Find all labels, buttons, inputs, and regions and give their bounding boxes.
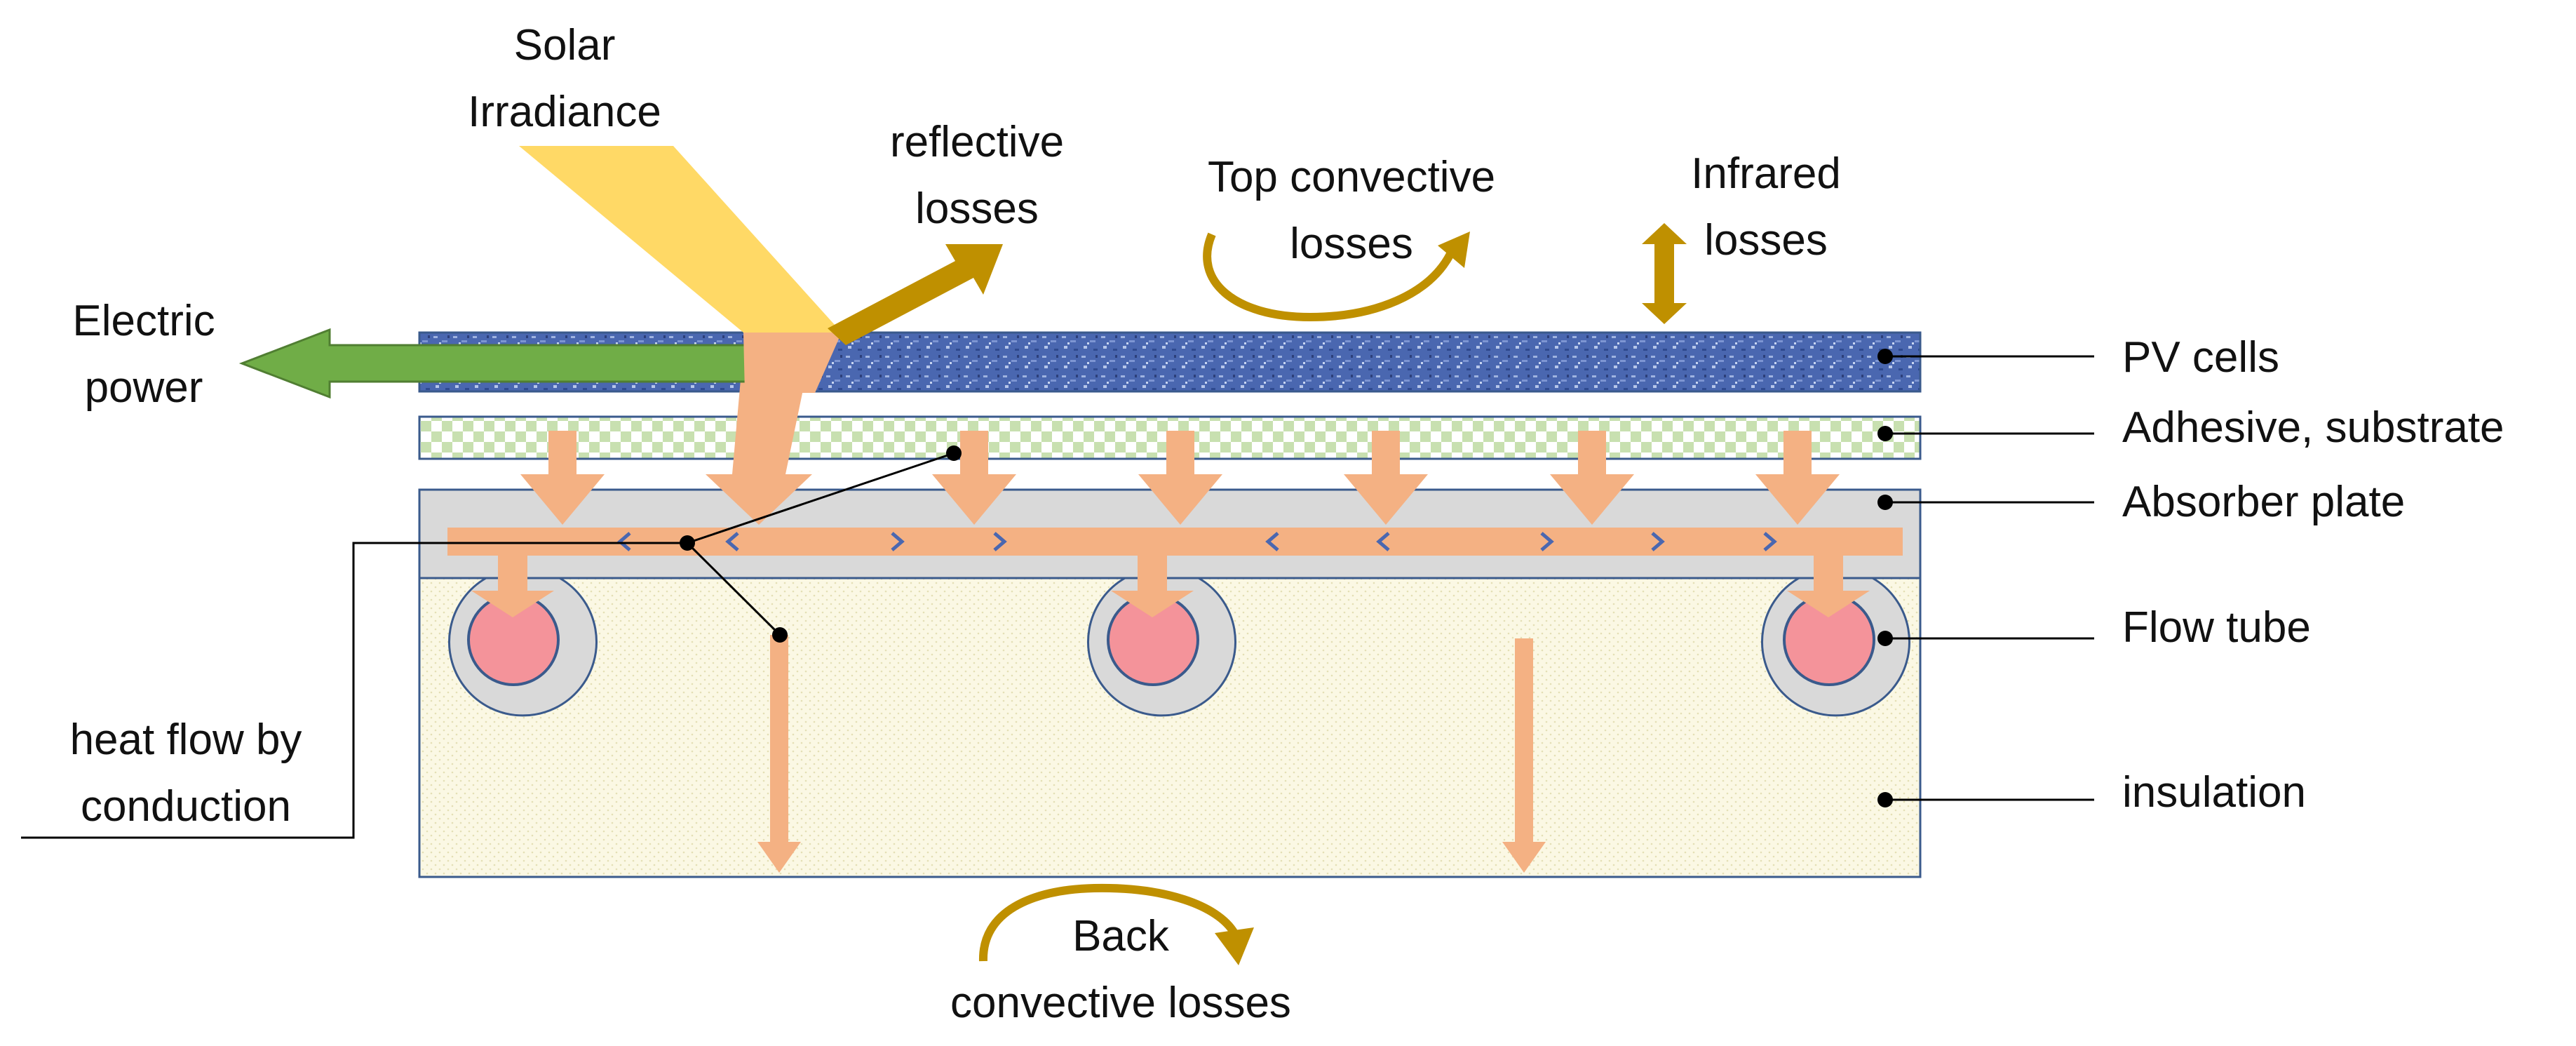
top-convective-losses-label: losses xyxy=(1290,220,1413,268)
heat-arrow xyxy=(1138,431,1222,525)
back-convective-losses-label: convective losses xyxy=(950,979,1291,1027)
heat-arrow xyxy=(1755,431,1840,525)
infrared-losses-label: Infrared xyxy=(1691,149,1841,198)
reflective-losses-arrow xyxy=(828,244,1003,345)
insulation-label: insulation xyxy=(2122,768,2306,817)
heat-flow-label: conduction xyxy=(81,782,291,831)
solar-irradiance-beam xyxy=(519,146,842,333)
absorber-plate-label: Absorber plate xyxy=(2122,478,2405,526)
heat-flow-leader-dots xyxy=(680,445,962,643)
infrared-losses-arrow xyxy=(1642,223,1687,324)
heat-arrow xyxy=(471,556,554,617)
solar-beam-transmitted xyxy=(743,333,842,393)
heat-arrow xyxy=(1787,556,1870,617)
electric-power-label: power xyxy=(85,363,203,412)
conduction-chevrons xyxy=(617,532,1777,551)
back-convective-losses-arrow xyxy=(978,883,1254,965)
heat-flow-leader xyxy=(21,452,955,839)
electric-power-arrow xyxy=(238,328,752,399)
adhesive-substrate-label: Adhesive, substrate xyxy=(2122,403,2504,452)
back-convective-losses-label: Back xyxy=(1072,912,1170,960)
reflective-losses-label: reflective xyxy=(890,118,1064,166)
electric-power-label: Electric xyxy=(72,297,215,345)
heat-arrow xyxy=(1502,638,1546,873)
heat-flow-label: heat flow by xyxy=(70,716,302,764)
heat-arrow xyxy=(520,431,605,525)
solar-irradiance-label: Solar xyxy=(514,21,616,69)
heat-arrow xyxy=(1550,431,1634,525)
leader-dots-right xyxy=(1877,349,1893,807)
reflective-losses-label: losses xyxy=(915,185,1039,233)
heat-arrow xyxy=(447,528,1903,556)
flow-tube-label: Flow tube xyxy=(2122,603,2311,652)
heat-arrow xyxy=(1344,431,1428,525)
heat-arrow xyxy=(932,431,1016,525)
leader-lines-right xyxy=(1885,355,2094,801)
heat-arrow xyxy=(757,635,801,873)
top-convective-losses-label: Top convective xyxy=(1208,153,1495,201)
flow-tube-right xyxy=(1761,577,1910,717)
pv-cells-label: PV cells xyxy=(2122,333,2279,382)
top-convective-losses-arrow xyxy=(1203,232,1470,322)
solar-irradiance-label: Irradiance xyxy=(468,88,661,136)
heat-arrow xyxy=(1111,556,1194,617)
flow-tube-middle xyxy=(1087,577,1236,717)
infrared-losses-label: losses xyxy=(1704,216,1828,264)
